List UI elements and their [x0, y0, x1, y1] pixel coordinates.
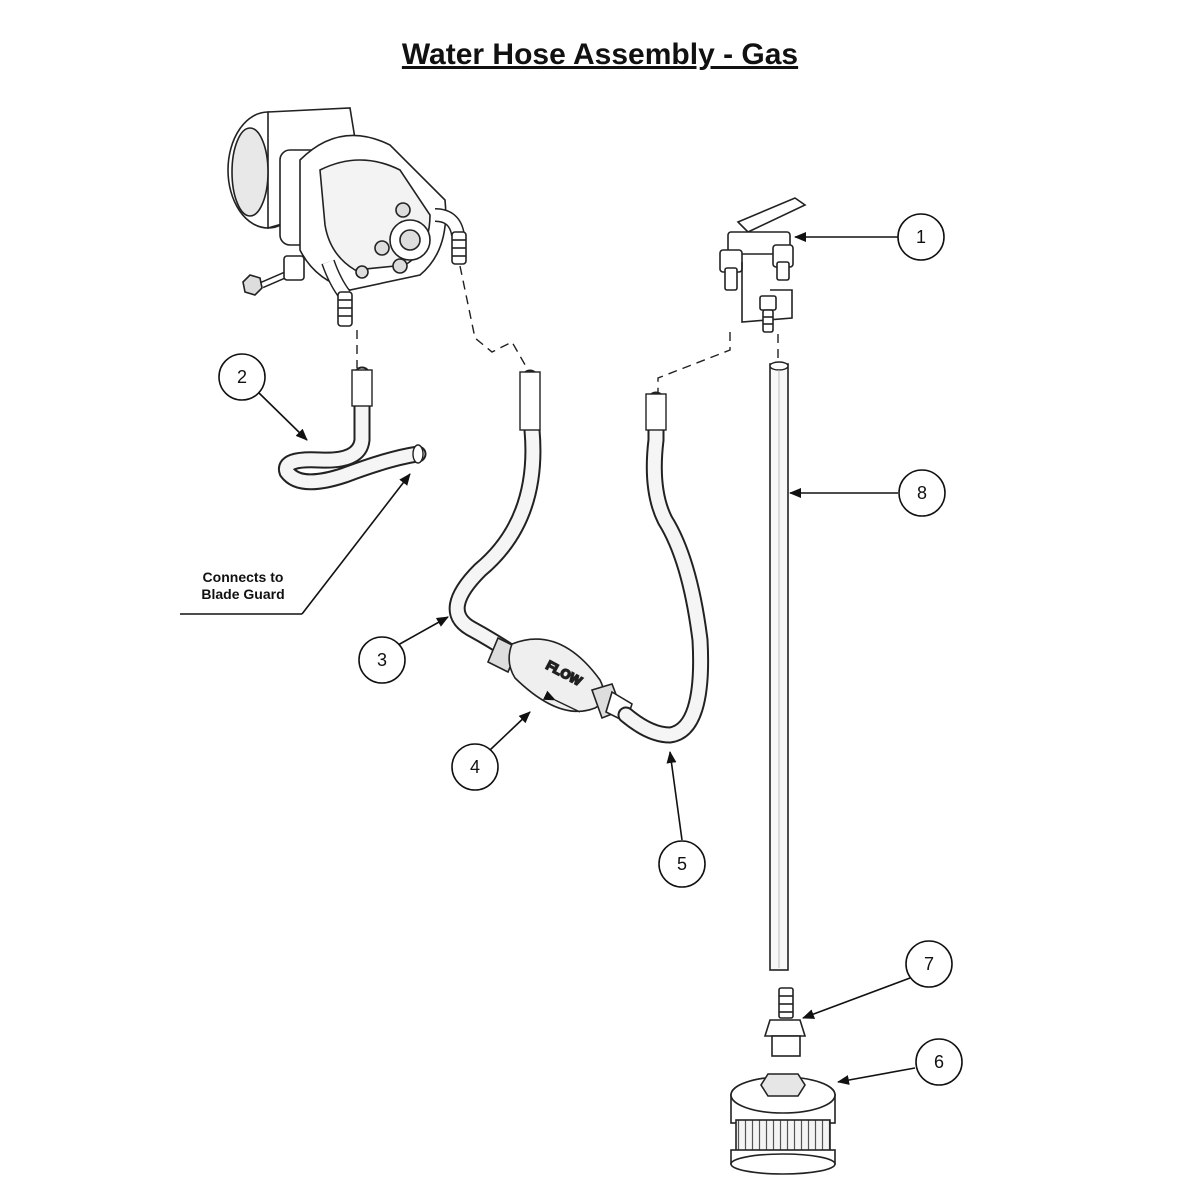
primer-bulb: FLOW [486, 636, 633, 724]
svg-text:1: 1 [916, 227, 926, 247]
svg-text:8: 8 [917, 483, 927, 503]
note-line-2: Blade Guard [201, 586, 284, 602]
svg-text:7: 7 [924, 954, 934, 974]
callout-5: 5 [658, 751, 706, 888]
svg-text:3: 3 [377, 650, 387, 670]
callout-1: 1 [794, 213, 945, 261]
strainer-filter [730, 1073, 836, 1175]
svg-text:2: 2 [237, 367, 247, 387]
blade-guard-note: Connects to Blade Guard [180, 473, 411, 615]
svg-text:5: 5 [677, 854, 687, 874]
hose-5 [617, 391, 710, 744]
hose-8 [769, 361, 789, 971]
svg-text:4: 4 [470, 757, 480, 777]
connection-leaders [356, 265, 779, 392]
callout-2: 2 [218, 353, 308, 441]
ball-valve [719, 197, 807, 333]
svg-text:6: 6 [934, 1052, 944, 1072]
barb-fitting [763, 987, 807, 1057]
callout-8: 8 [789, 469, 946, 517]
note-line-1: Connects to [203, 569, 284, 585]
callout-4: 4 [451, 711, 531, 791]
hose-2 [278, 366, 427, 491]
pump-assembly [227, 107, 467, 327]
callout-7: 7 [802, 940, 953, 1019]
hose-3 [448, 369, 542, 661]
callout-6: 6 [837, 1038, 963, 1086]
diagram-title: Water Hose Assembly - Gas [401, 38, 799, 71]
callout-3: 3 [358, 616, 449, 684]
